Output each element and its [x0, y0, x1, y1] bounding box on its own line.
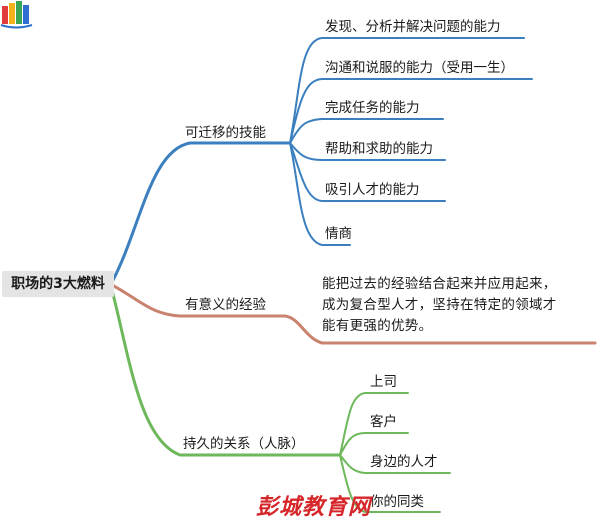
connector-rel-4: [339, 454, 441, 513]
connector-rel-1: [339, 392, 409, 456]
relationship-item-1: 上司: [370, 374, 397, 390]
skill-item-2: 沟通和说服的能力（受用一生）: [325, 60, 514, 76]
experience-line-1: 能把过去的经验结合起来并应用起来，: [322, 276, 557, 292]
connector-skill-5: [289, 142, 446, 202]
relationship-item-4: 你的同类: [370, 494, 424, 510]
skill-item-4: 帮助和求助的能力: [325, 141, 433, 157]
skill-item-5: 吸引人才的能力: [325, 182, 420, 198]
branch-label-skills: 可迁移的技能: [185, 125, 266, 141]
connector-root-to-skills: [110, 141, 292, 284]
branch-label-experience: 有意义的经验: [185, 297, 266, 313]
connector-rel-2: [339, 432, 409, 456]
branch-label-relationships: 持久的关系（人脉）: [183, 436, 305, 452]
connector-skill-1: [289, 37, 525, 144]
blue-branch-connectors: [110, 37, 533, 284]
connector-root-to-experience: [110, 283, 597, 345]
book-logo-icon: [0, 1, 33, 29]
green-branch-connectors: [110, 288, 451, 513]
connector-rel-3: [339, 454, 451, 474]
connector-root-to-relationships: [110, 288, 342, 457]
relationship-item-3: 身边的人才: [370, 454, 438, 470]
watermark-text: 彭城教育网: [256, 495, 372, 520]
skill-item-3: 完成任务的能力: [325, 100, 420, 116]
root-node: 职场的3大燃料: [2, 271, 114, 297]
skill-item-6: 情商: [325, 226, 352, 242]
connector-skill-3: [289, 118, 444, 144]
experience-line-2: 成为复合型人才，坚持在特定的领域才: [322, 297, 557, 313]
relationship-item-2: 客户: [370, 414, 397, 430]
experience-line-3: 能有更强的优势。: [322, 318, 433, 334]
connector-skill-4: [289, 142, 446, 161]
skill-item-1: 发现、分析并解决问题的能力: [325, 19, 501, 35]
experience-description: 能把过去的经验结合起来并应用起来， 成为复合型人才，坚持在特定的领域才 能有更强…: [322, 274, 594, 337]
connector-skill-6: [289, 142, 351, 246]
orange-branch-connectors: [110, 283, 597, 345]
connector-skill-2: [289, 78, 533, 144]
